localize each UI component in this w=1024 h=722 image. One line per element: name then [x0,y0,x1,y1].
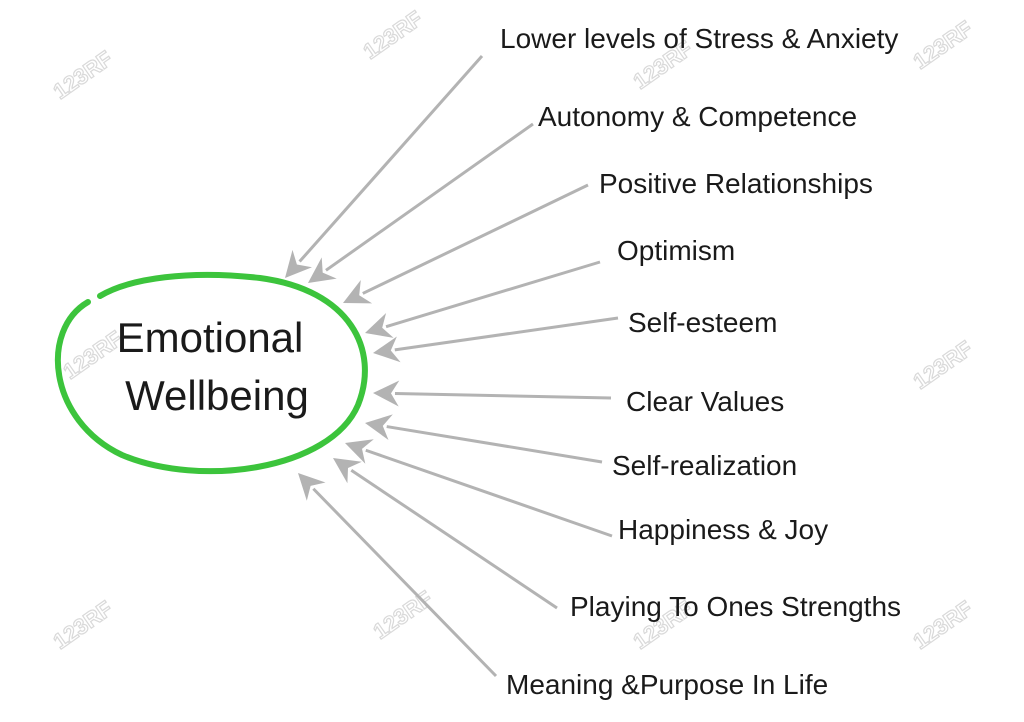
watermark-text: 123RF [359,6,427,64]
arrow-shaft [350,468,558,610]
arrow-head [365,414,393,440]
arrow-shaft [386,425,603,464]
arrow-shaft [385,260,601,329]
arrow-head [298,473,326,501]
item-label-8: Happiness & Joy [618,514,829,545]
arrow-shaft [394,391,612,400]
arrow-head [345,439,374,464]
arrow-head [333,458,362,484]
watermark-text: 123RF [909,16,977,74]
center-node: Emotional Wellbeing [54,271,368,475]
arrow-head [373,380,400,407]
item-label-3: Positive Relationships [599,168,873,199]
item-label-6: Clear Values [626,386,785,417]
arrow-head [365,313,394,338]
center-title-line-1: Emotional [117,314,304,361]
arrow-shaft [312,487,498,678]
arrow-shaft [362,183,589,295]
arrow-head [285,249,312,278]
arrow-9 [333,458,558,610]
arrow-2 [308,122,534,283]
item-label-2: Autonomy & Competence [538,101,858,132]
arrow-3 [343,183,589,304]
arrow-shaft [365,448,613,538]
item-label-7: Self-realization [612,450,798,481]
arrow-7 [365,414,603,464]
watermark-text: 123RF [369,586,437,644]
center-ellipse [54,271,368,475]
watermark-text: 123RF [909,336,977,394]
arrow-1 [285,55,484,278]
item-label-10: Meaning &Purpose In Life [506,669,829,700]
item-label-5: Self-esteem [628,307,778,338]
arrow-shaft [325,122,534,272]
arrow-8 [345,439,613,538]
arrow-4 [365,260,601,338]
arrow-10 [298,473,498,678]
arrow-shaft [394,316,619,352]
center-title-line-2: Wellbeing [125,372,309,419]
arrow-shaft [298,55,484,263]
item-label-4: Optimism [617,235,736,266]
arrow-6 [373,380,612,407]
watermark-text: 123RF [49,596,117,654]
item-label-9: Playing To Ones Strengths [570,591,902,622]
arrow-head [308,257,337,283]
arrows-layer [285,55,619,678]
arrow-5 [373,316,619,363]
arrow-head [343,280,373,304]
watermark-text: 123RF [49,46,117,104]
item-label-1: Lower levels of Stress & Anxiety [500,23,899,54]
arrow-head [373,336,401,363]
watermark-text: 123RF [909,596,977,654]
